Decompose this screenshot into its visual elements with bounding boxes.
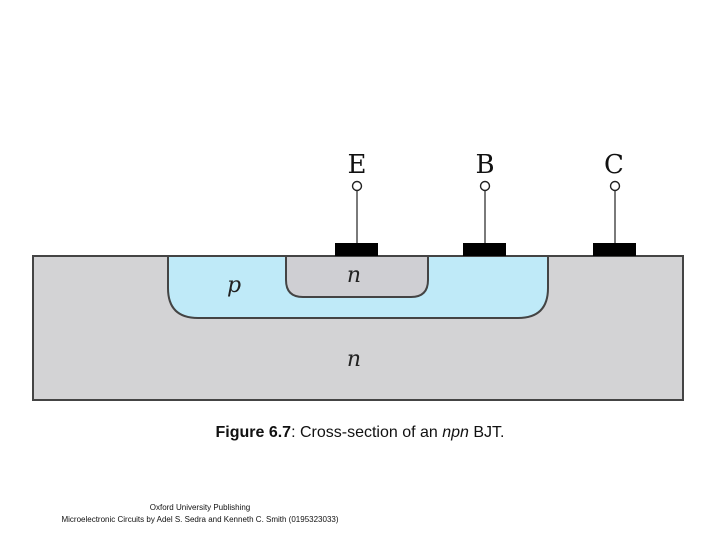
base-terminal-label: B xyxy=(475,150,494,180)
emitter-terminal-label: E xyxy=(348,150,367,180)
bjt-cross-section-diagram: E B C p n n xyxy=(32,150,684,401)
base-terminal-circle xyxy=(479,180,491,192)
emitter-contact xyxy=(335,243,378,256)
figure-number: Figure 6.7 xyxy=(215,424,292,441)
collector-contact xyxy=(593,243,636,256)
base-region-label: p xyxy=(227,273,241,298)
caption-text-after: BJT. xyxy=(468,424,505,441)
figure-caption: Figure 6.7: Cross-section of an npn BJT. xyxy=(0,424,720,442)
publisher-credit: Oxford University Publishing xyxy=(149,503,251,512)
emitter-n-region xyxy=(285,255,429,298)
collector-terminal-circle xyxy=(609,180,621,192)
emitter-terminal-circle xyxy=(351,180,363,192)
emitter-region-label: n xyxy=(347,263,361,288)
collector-terminal-label: C xyxy=(604,150,624,180)
book-credit: Microelectronic Circuits by Adel S. Sedr… xyxy=(61,515,339,524)
caption-italic-word: npn xyxy=(442,424,469,441)
caption-text-before: : Cross-section of an xyxy=(291,424,443,441)
collector-region-label: n xyxy=(347,347,361,372)
base-contact xyxy=(463,243,506,256)
